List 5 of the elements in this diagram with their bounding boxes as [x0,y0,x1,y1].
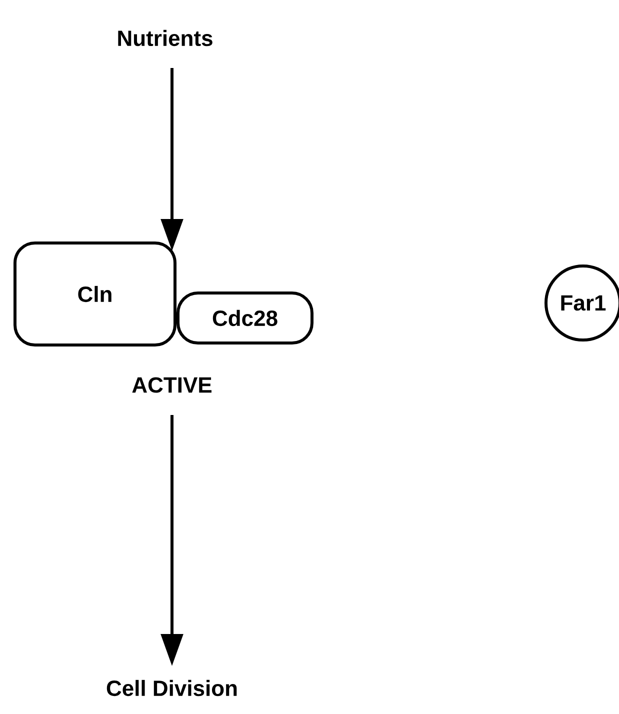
label-text: ACTIVE [132,377,212,393]
label-text: Nutrients [118,30,212,46]
protein-box: Cln [14,242,176,346]
label-text: Cell Division [106,680,237,696]
protein-box: Cdc28 [176,292,314,344]
